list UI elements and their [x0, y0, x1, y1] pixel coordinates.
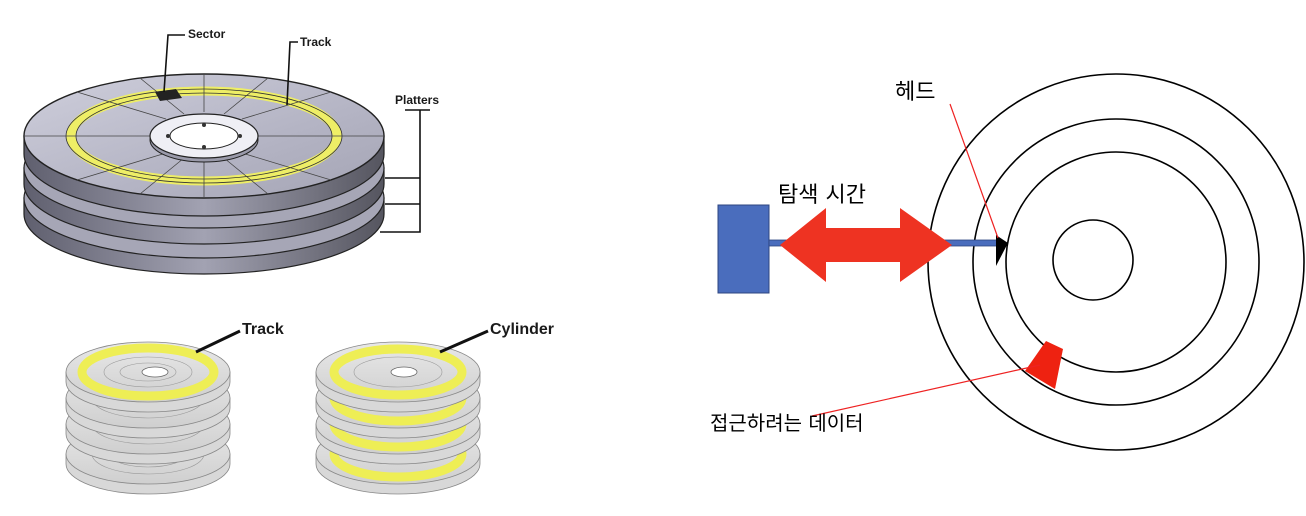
concentric-tracks [927, 73, 1305, 451]
track-platter-1 [65, 341, 231, 413]
track-disk-stack: Track [65, 321, 284, 495]
head-label: 헤드 [895, 80, 935, 105]
data-pointer-line [811, 364, 1041, 417]
sector-lines [24, 74, 384, 198]
target-data-label: 접근하려는 데이터 [710, 411, 864, 435]
cylinder-platter-1 [315, 341, 481, 413]
track-label-bottom: Track [242, 321, 284, 338]
platter-1 [23, 73, 385, 217]
sector-highlight [155, 89, 182, 101]
sector-label: Sector [188, 27, 226, 41]
target-data-sector [1025, 341, 1063, 389]
track-label-top: Track [300, 35, 332, 49]
seek-time-arrow [780, 208, 952, 282]
seek-time-diagram: 헤드 탐색 시간 접근하려는 데이터 [710, 73, 1305, 451]
disk-platter-stack: Sector Track Platters [23, 27, 439, 275]
arm-block [717, 204, 770, 294]
head-pointer-line [949, 103, 999, 239]
single-track-ring [77, 343, 219, 401]
cylinder-label: Cylinder [490, 321, 554, 338]
head-icon [996, 235, 1008, 266]
label-leader-lines [163, 34, 430, 233]
seek-time-label: 탐색 시간 [778, 183, 866, 208]
platters-label: Platters [395, 93, 439, 107]
cylinder-disk-stack: Cylinder [315, 321, 554, 495]
